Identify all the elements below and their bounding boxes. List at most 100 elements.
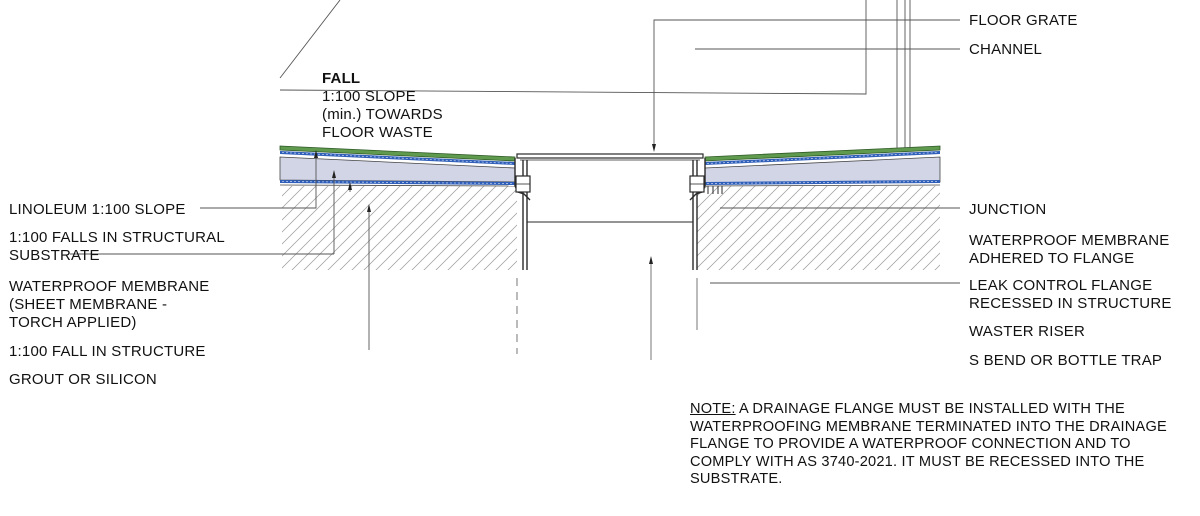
arrow-structure bbox=[367, 204, 371, 212]
label-leak-flange-2: RECESSED IN STRUCTURE bbox=[969, 295, 1172, 312]
fall-title: FALL bbox=[322, 70, 360, 87]
hatch-line bbox=[716, 186, 806, 270]
hatch-line bbox=[385, 186, 475, 270]
hatch-line bbox=[697, 186, 782, 270]
hatch-line bbox=[597, 184, 685, 272]
fall-line-1: 1:100 SLOPE bbox=[322, 88, 416, 105]
hatch-line bbox=[182, 184, 270, 272]
label-falls-substrate-2: SUBSTRATE bbox=[9, 247, 100, 264]
arrow-substrate bbox=[332, 170, 336, 178]
floor-grate bbox=[516, 153, 704, 159]
arrow-membrane bbox=[348, 182, 352, 190]
hatch-line bbox=[282, 186, 307, 270]
arrow-grate bbox=[652, 144, 656, 152]
hatch-line bbox=[469, 186, 517, 270]
hatch-line bbox=[697, 186, 698, 270]
membrane-dash-left bbox=[281, 152, 514, 164]
left-labels: FALL 1:100 SLOPE (min.) TOWARDS FLOOR WA… bbox=[9, 70, 443, 388]
hatch-line bbox=[481, 186, 517, 270]
note-prefix: NOTE: bbox=[690, 401, 736, 417]
base-line-left bbox=[279, 184, 516, 187]
hatch-line bbox=[325, 186, 415, 270]
hatch-line bbox=[697, 186, 710, 270]
hatch-line bbox=[518, 184, 606, 272]
label-waster-riser: WASTER RISER bbox=[969, 323, 1085, 340]
hatch-line bbox=[697, 186, 758, 270]
label-linoleum: LINOLEUM 1:100 SLOPE bbox=[9, 201, 186, 218]
hatch-line bbox=[836, 186, 926, 270]
hatch-line bbox=[313, 186, 403, 270]
hatch-line bbox=[457, 186, 517, 270]
hatch-line bbox=[788, 186, 878, 270]
drain-assembly bbox=[514, 153, 723, 360]
hatch-line bbox=[282, 186, 355, 270]
floor-buildup-right bbox=[704, 145, 941, 187]
hatch-line bbox=[800, 186, 890, 270]
hatch-line bbox=[776, 186, 866, 270]
hatch-line bbox=[704, 186, 794, 270]
hatch-line bbox=[282, 186, 331, 270]
membrane-upper-left bbox=[280, 151, 515, 165]
hatch-line bbox=[697, 186, 746, 270]
hatch-line bbox=[908, 186, 940, 270]
hatch-line bbox=[697, 186, 734, 270]
hatch-line bbox=[409, 186, 499, 270]
hatch-line bbox=[421, 186, 511, 270]
structure-hatch-right bbox=[597, 184, 940, 272]
right-labels: FLOOR GRATE CHANNEL JUNCTION WATERPROOF … bbox=[969, 12, 1172, 369]
junction-fixings bbox=[707, 186, 723, 194]
membrane-lower-dash-right bbox=[706, 181, 939, 184]
hatch-line bbox=[445, 186, 517, 270]
label-channel: CHANNEL bbox=[969, 41, 1042, 58]
hatch-line bbox=[824, 186, 914, 270]
label-s-bend: S BEND OR BOTTLE TRAP bbox=[969, 352, 1162, 369]
hatch-line bbox=[282, 186, 283, 270]
hatch-line bbox=[505, 186, 517, 270]
label-fall-structure: 1:100 FALL IN STRUCTURE bbox=[9, 343, 206, 360]
label-membrane-3: TORCH APPLIED) bbox=[9, 314, 137, 331]
hatch-line bbox=[896, 186, 940, 270]
hatch-line bbox=[397, 186, 487, 270]
hatch-line bbox=[752, 186, 842, 270]
hatch-line bbox=[697, 186, 722, 270]
label-leak-flange-1: LEAK CONTROL FLANGE bbox=[969, 277, 1152, 294]
hatch-line bbox=[740, 186, 830, 270]
hatch-line bbox=[373, 186, 463, 270]
leader-lines bbox=[70, 0, 960, 350]
label-floor-grate: FLOOR GRATE bbox=[969, 12, 1078, 29]
base-line-right bbox=[704, 184, 941, 187]
hatch-line bbox=[282, 186, 295, 270]
hatch-line bbox=[812, 186, 902, 270]
hatch-line bbox=[282, 186, 367, 270]
hatch-line bbox=[872, 186, 940, 270]
hatch-line bbox=[764, 186, 854, 270]
hatch-line bbox=[884, 186, 940, 270]
hatch-line bbox=[361, 186, 451, 270]
fall-line-2: (min.) TOWARDS bbox=[322, 106, 443, 123]
label-membrane-adhered-2: ADHERED TO FLANGE bbox=[969, 250, 1134, 267]
membrane-upper-right bbox=[705, 151, 940, 165]
hatch-line bbox=[349, 186, 439, 270]
floor-buildup-left bbox=[279, 145, 516, 187]
drainage-note: NOTE: A DRAINAGE FLANGE MUST BE INSTALLE… bbox=[690, 401, 1195, 489]
note-text: A DRAINAGE FLANGE MUST BE INSTALLED WITH… bbox=[690, 401, 1167, 488]
structure-hatch-left bbox=[182, 184, 606, 272]
label-membrane-2: (SHEET MEMBRANE - bbox=[9, 296, 167, 313]
hatch-line bbox=[493, 186, 517, 270]
hatch-line bbox=[920, 186, 940, 270]
membrane-lower-left bbox=[280, 180, 515, 185]
arrow-center bbox=[649, 256, 653, 264]
arrow-linoleum bbox=[314, 150, 318, 158]
hatch-line bbox=[697, 186, 770, 270]
hatch-line bbox=[848, 186, 938, 270]
fall-line-3: FLOOR WASTE bbox=[322, 124, 433, 141]
hatch-line bbox=[282, 186, 343, 270]
hatch-line bbox=[301, 186, 391, 270]
hatch-line bbox=[433, 186, 517, 270]
label-membrane-1: WATERPROOF MEMBRANE bbox=[9, 278, 209, 295]
label-membrane-adhered-1: WATERPROOF MEMBRANE bbox=[969, 232, 1169, 249]
hatch-line bbox=[728, 186, 818, 270]
hatch-line bbox=[337, 186, 427, 270]
hatch-line bbox=[860, 186, 940, 270]
